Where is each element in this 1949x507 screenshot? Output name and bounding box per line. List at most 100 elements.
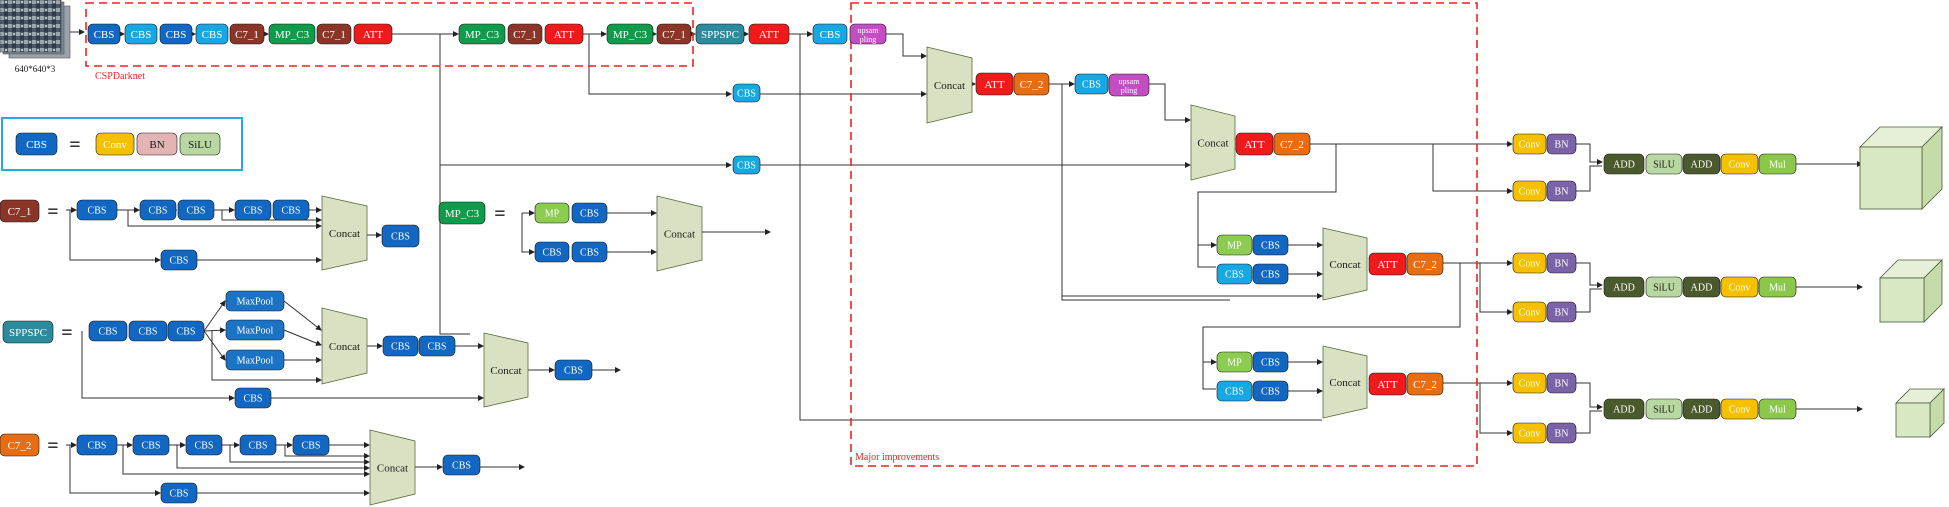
sppspc-def-name: SPPSPC <box>2 320 54 344</box>
cbs-label: CBS <box>94 29 115 41</box>
c7-1-cbs-2: CBS <box>139 199 177 221</box>
major-improvements-label: Major improvements <box>855 452 939 463</box>
head-3-chain-2: ADD <box>1682 398 1721 420</box>
conv-label: Conv <box>1729 160 1751 171</box>
cbs-label: CBS <box>1261 270 1280 281</box>
neck-att-3: ATT <box>1368 252 1407 276</box>
bn-label: BN <box>1555 308 1569 319</box>
cbs-label: CBS <box>737 161 756 172</box>
att-label: ATT <box>1244 139 1264 151</box>
mul-label: Mul <box>1769 405 1786 416</box>
cbs-label: CBS <box>177 327 196 338</box>
c7-1-cbs-6: CBS <box>160 249 198 271</box>
cbs-label: CBS <box>166 29 187 41</box>
backbone-block-15: CBS <box>812 23 848 45</box>
legend-cbs: CBS <box>15 132 58 156</box>
mp-c3-def-name: MP_C3 <box>438 201 486 225</box>
head-2-bn-top: BN <box>1546 252 1577 274</box>
mp-c3-cbs-2: CBS <box>534 241 570 263</box>
cbs-label: CBS <box>1225 387 1244 398</box>
head-3-chain-4: Mul <box>1758 398 1797 420</box>
neck-att-2: ATT <box>1235 132 1274 156</box>
c7-2-label: C7_2 <box>8 440 32 452</box>
neck-concat-4: Concat <box>1322 345 1368 419</box>
sppspc-maxpool-2: MaxPool <box>225 319 285 341</box>
head-2-conv-top: Conv <box>1512 252 1547 274</box>
legend-box <box>1 117 243 171</box>
head-3-bn-bottom: BN <box>1546 422 1577 444</box>
backbone-block-4: C7_1 <box>229 23 265 45</box>
silu-label: SiLU <box>1653 283 1675 294</box>
att-label: ATT <box>1377 379 1397 391</box>
concat-label: Concat <box>329 228 360 240</box>
c7-1-label: C7_1 <box>513 29 537 41</box>
sppspc-side-cbs: CBS <box>234 387 272 409</box>
cbs-label: CBS <box>391 232 410 243</box>
conv-label: Conv <box>103 139 127 151</box>
head-1-chain-1: SiLU <box>1645 153 1683 175</box>
c7-2-cbs-1: CBS <box>76 434 118 456</box>
neck-att-1: ATT <box>975 72 1014 96</box>
sppspc-out-cbs: CBS <box>554 359 593 381</box>
concat-label: Concat <box>934 80 965 92</box>
cbs-label: CBS <box>428 342 447 353</box>
head-2-bn-bottom: BN <box>1546 301 1577 323</box>
cbs-label: CBS <box>26 139 47 151</box>
head-2-chain-1: SiLU <box>1645 276 1683 298</box>
backbone-block-9: C7_1 <box>507 23 543 45</box>
branch-cbs-1: CBS <box>732 83 761 103</box>
head-3-chain-3: Conv <box>1720 398 1759 420</box>
mp-c3-cbs-1: CBS <box>571 202 608 224</box>
bn-label: BN <box>1555 429 1569 440</box>
conv-label: Conv <box>1519 187 1541 198</box>
sppspc-def-equals: = <box>61 322 72 344</box>
head-2-output-cube <box>1879 259 1943 323</box>
neck-c7-2-4: C7_2 <box>1406 372 1444 396</box>
concat-label: Concat <box>329 341 360 353</box>
cspdarknet-region <box>85 2 694 67</box>
cbs-label: CBS <box>139 327 158 338</box>
cbs-label: CBS <box>187 206 206 217</box>
c7-2-label: C7_2 <box>1413 379 1437 391</box>
conv-label: Conv <box>1729 283 1751 294</box>
maxpool-label: MaxPool <box>237 326 274 337</box>
head-3-conv-bottom: Conv <box>1512 422 1547 444</box>
maxpool-label: MaxPool <box>237 356 274 367</box>
concat-label: Concat <box>1329 259 1360 271</box>
mp-c3-concat: Concat <box>656 195 703 272</box>
head-2-chain-4: Mul <box>1758 276 1797 298</box>
cbs-label: CBS <box>1261 387 1280 398</box>
neck-concat-3: Concat <box>1322 227 1368 301</box>
backbone-block-5: MP_C3 <box>268 23 316 45</box>
head-1-conv-bottom: Conv <box>1512 180 1547 202</box>
mul-label: Mul <box>1769 283 1786 294</box>
silu-label: SiLU <box>188 139 212 151</box>
conv-label: Conv <box>1519 379 1541 390</box>
c7-1-cbs-1: CBS <box>76 199 118 221</box>
cbs-label: CBS <box>1082 80 1101 91</box>
cspdarknet-label: CSPDarknet <box>95 71 145 82</box>
conv-label: Conv <box>1519 259 1541 270</box>
c7-2-label: C7_2 <box>1020 79 1044 91</box>
backbone-block-2: CBS <box>159 23 193 45</box>
head-3-chain-1: SiLU <box>1645 398 1683 420</box>
concat-label: Concat <box>377 463 408 475</box>
att-label: ATT <box>363 29 383 41</box>
mul-label: Mul <box>1769 160 1786 171</box>
head-3-conv-top: Conv <box>1512 372 1547 394</box>
connection-lines <box>66 29 1863 496</box>
cbs-label: CBS <box>391 342 410 353</box>
c7-1-cbs-4: CBS <box>234 199 272 221</box>
cbs-label: CBS <box>282 206 301 217</box>
branch-cbs-2: CBS <box>732 155 761 175</box>
c7-2-out-cbs: CBS <box>442 454 481 476</box>
sppspc-label: SPPSPC <box>9 327 47 339</box>
c7-1-label: C7_1 <box>235 29 259 41</box>
cbs-label: CBS <box>88 206 107 217</box>
add-label: ADD <box>1613 283 1635 294</box>
neck-cbs-c: CBS <box>1216 380 1253 402</box>
cbs-label: CBS <box>452 461 471 472</box>
mp-c3-label: MP_C3 <box>465 29 500 41</box>
c7-2-cbs-2: CBS <box>132 434 170 456</box>
